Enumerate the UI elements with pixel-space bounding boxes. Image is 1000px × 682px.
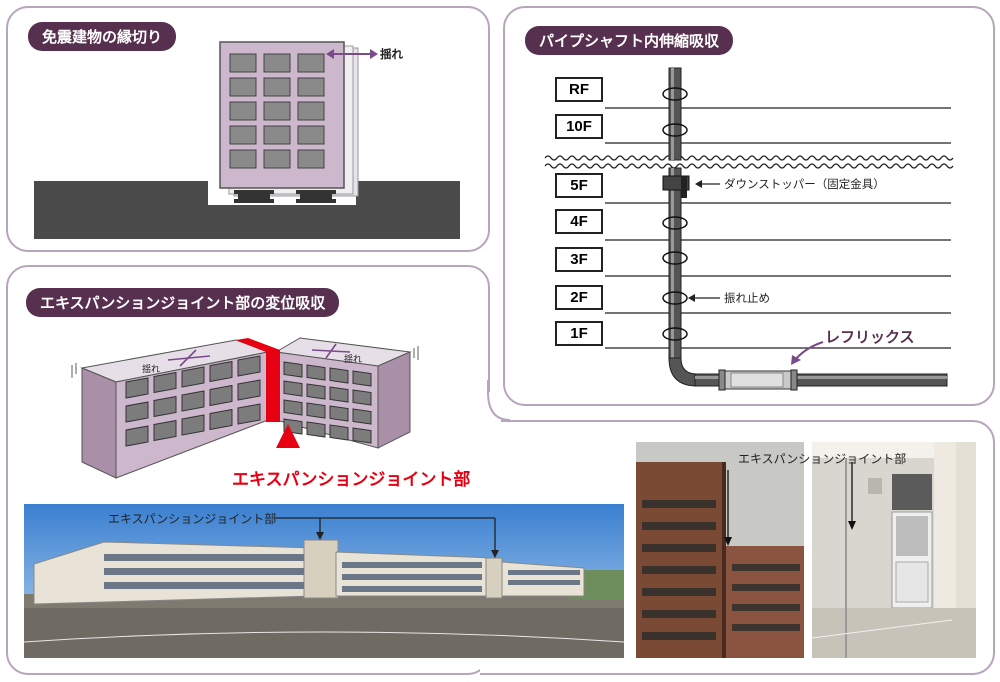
pipe-shaft-panel: パイプシャフト内伸縮吸収 xyxy=(503,6,995,406)
interior-photo-joint-label: エキスパンションジョイント部 xyxy=(738,452,907,466)
floor-label-1f: 1F xyxy=(555,321,603,346)
floor-label-5f: 5F xyxy=(555,173,603,198)
floor-label-2f: 2F xyxy=(555,285,603,310)
expansion-joint-title: エキスパンションジョイント部の変位吸収 xyxy=(26,288,340,317)
sway-stop-label: 振れ止め xyxy=(724,291,770,305)
floor-label-4f: 4F xyxy=(555,209,603,234)
seismic-isolation-illustration xyxy=(34,41,460,239)
floor-label-3f: 3F xyxy=(555,247,603,272)
sway-label: 揺れ xyxy=(380,47,403,61)
pipe-shaft-illustration xyxy=(544,67,954,391)
expansion-joint-callout: エキスパンションジョイント部 xyxy=(232,470,471,490)
reflex-label: レフリックス xyxy=(825,328,915,346)
tower-exterior-photo xyxy=(636,442,804,658)
sway-left-label: 揺れ xyxy=(142,365,161,375)
expansion-joint-illustration xyxy=(71,337,419,479)
floor-label-rf: RF xyxy=(555,77,603,102)
school-photo-joint-label: エキスパンションジョイント部 xyxy=(108,512,277,526)
school-building-photo: エキスパンションジョイント部 xyxy=(24,504,624,658)
sway-right-label: 揺れ xyxy=(344,355,363,365)
pipe-shaft-title: パイプシャフト内伸縮吸収 xyxy=(525,26,734,55)
floor-label-10f: 10F xyxy=(555,114,603,139)
interior-joint-photo xyxy=(812,442,976,658)
down-stopper-label: ダウンストッパー（固定金具） xyxy=(724,177,885,191)
seismic-isolation-panel: 免震建物の縁切り 揺れ xyxy=(6,6,490,252)
seismic-isolation-title: 免震建物の縁切り xyxy=(28,22,177,51)
